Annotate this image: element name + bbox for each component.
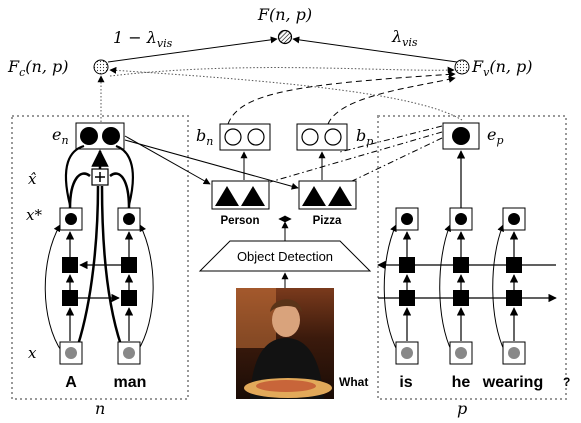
attn-curve [115,144,134,206]
xstar-unit [401,213,413,225]
phrase-n-panel [11,115,189,400]
arrow-en-to-pizza [124,139,299,190]
fc-label: Fc(n, p) [7,57,68,79]
word-token: is [399,374,412,391]
attn-curve [109,172,131,209]
word-token: wearing [482,374,543,391]
panel-p-label: p [457,399,467,418]
fusion-node: F(n, p) [257,5,312,45]
en-unit [80,127,98,145]
photo-wall [236,288,276,348]
dashdot-link [349,137,443,183]
score-node-icon [454,59,470,75]
xstar-unit [455,213,467,225]
word-input-unit [123,347,135,359]
en-unit [102,127,120,145]
bp-label: bp [356,126,373,148]
photo-hair [270,299,302,312]
word-input-unit [401,347,413,359]
object-detection-block [198,240,372,272]
skip-curve [439,224,453,353]
panel-n-label: n [95,399,105,418]
skip-curve [492,224,506,353]
bp-unit [324,128,342,146]
dashdot-link [269,131,443,183]
word-input-unit [65,347,77,359]
weight-left-label: 1 − λvis [113,28,173,50]
fv-label: Fv(n, p) [471,57,533,79]
bn-label: bn [196,126,213,148]
object-label-person: Person [221,215,260,227]
word-token: man [114,374,147,391]
attn-curve [100,185,123,346]
attn-curve [76,185,100,346]
phrase-p-panel [377,115,567,400]
skip-curve [136,224,154,353]
word-token: A [65,374,77,391]
triangle-icon [302,186,326,206]
bn-unit [247,128,265,146]
word-input-unit [455,347,467,359]
arrow-fv-to-fusion [292,36,458,63]
photo-icon [236,288,334,399]
xstar-unit [508,213,520,225]
dotted-en-to-fv [109,66,455,77]
x-star-label: x* [26,206,42,224]
triangle-icon [328,186,352,206]
x-hat-label: x̂ [28,170,37,188]
bn-unit [224,128,242,146]
skip-curve [383,224,399,353]
object-label-pizza: Pizza [313,215,342,227]
skip-curve [44,224,63,353]
triangle-icon [215,186,239,206]
dashed-bp-to-fv [327,75,456,125]
bp-unit [301,128,319,146]
lstm-cell [121,257,137,273]
photo-face [272,303,300,337]
word-input-unit [508,347,520,359]
fusion-node-icon [277,29,293,45]
xstar-unit [65,213,77,225]
x-label: x [28,344,37,362]
dashed-bn-to-fv [227,70,456,125]
triangle-icon [241,186,265,206]
photo-pizza-topping [256,380,316,392]
en-label: en [52,125,69,147]
ep-unit [452,127,470,145]
weight-right-label: λvis [391,27,418,49]
attn-curve [68,172,91,209]
lstm-cell [121,290,137,306]
lstm-cell [62,257,78,273]
arrow-fc-to-fusion [107,36,278,63]
ep-label: ep [487,125,504,147]
object-detection-label: Object Detection [237,249,333,264]
fusion-label: F(n, p) [257,5,312,24]
dashdot-link [339,125,443,153]
lstm-cell [62,290,78,306]
word-token-question: ? [563,375,570,389]
word-token-what: What [339,375,368,389]
xstar-unit [123,213,135,225]
attn-curve [64,144,85,206]
score-node-icon [93,59,109,75]
word-token: he [452,374,471,391]
